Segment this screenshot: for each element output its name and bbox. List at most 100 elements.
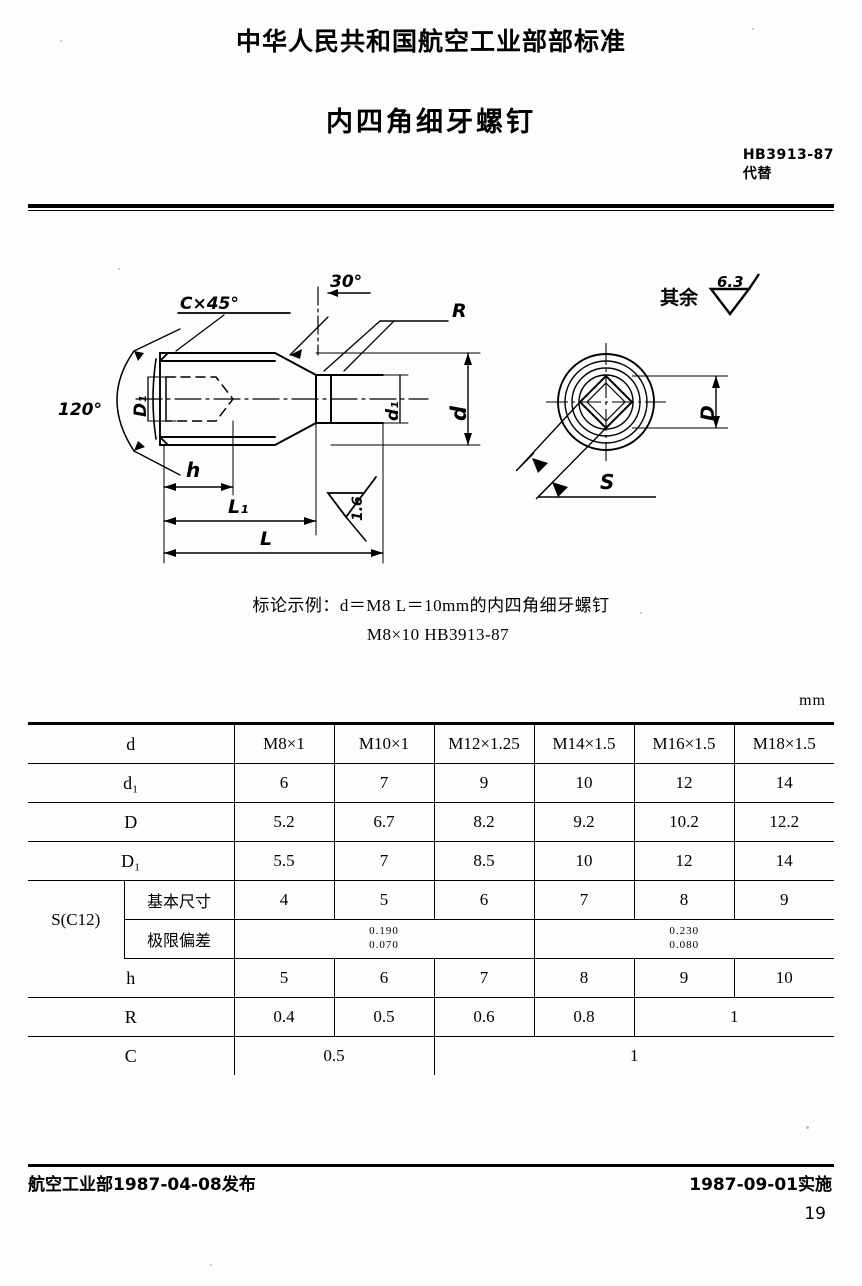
roughness-symbol-icon: 6.3 [708,273,760,316]
table-row-S-tolerance: 极限偏差 0.190 0.070 0.230 0.080 [28,919,834,959]
label-local-roughness: 1.6 [350,496,366,521]
table-row-D1: D₁ 5.5 7 8.5 10 12 14 [28,841,834,881]
cell-d-4: M14×1.5 [534,722,635,764]
row-label-D: D [28,802,235,842]
table-row-d1: d₁ 6 7 9 10 12 14 [28,763,834,803]
cell-d1-2: 7 [334,763,435,803]
tolerance-lower-2: 0.080 [669,939,700,951]
technical-drawing: C×45° 30° 120° R D₁ d₁ d h L₁ L 1.6 D S [28,225,834,575]
scan-speck [210,1264,212,1266]
cell-d-3: M12×1.25 [434,722,535,764]
cell-D-2: 6.7 [334,802,435,842]
cell-S-basic-5: 8 [634,880,735,920]
cell-S-basic-2: 5 [334,880,435,920]
cell-d1-5: 12 [634,763,735,803]
cell-S-tolerance-group-2: 0.230 0.080 [534,919,834,959]
cell-R-4: 0.8 [534,997,635,1037]
cell-h-4: 8 [534,958,635,998]
cell-D1-5: 12 [634,841,735,881]
footer-divider [28,1164,834,1167]
row-label-R: R [28,997,235,1037]
cell-R-3: 0.6 [434,997,535,1037]
cell-D1-1: 5.5 [234,841,335,881]
table-units: mm [799,692,826,709]
table-row-D: D 5.2 6.7 8.2 9.2 10.2 12.2 [28,802,834,842]
cell-d-5: M16×1.5 [634,722,735,764]
label-h: h [186,458,200,482]
label-d: d [447,405,471,421]
cell-h-5: 9 [634,958,735,998]
cell-D1-3: 8.5 [434,841,535,881]
cell-d-6: M18×1.5 [734,722,834,764]
ministry-heading: 中华人民共和国航空工业部部标准 [235,27,626,56]
cell-D-5: 10.2 [634,802,735,842]
row-label-C: C [28,1036,235,1075]
label-L: L [260,528,272,550]
cell-S-tolerance-group-1: 0.190 0.070 [234,919,535,959]
issue-date: 航空工业部1987-04-08发布 [28,1175,256,1195]
surface-note-label: 其余 [660,287,699,309]
cell-R-5: 1 [634,997,834,1037]
table-row-R: R 0.4 0.5 0.6 0.8 1 [28,997,834,1037]
scan-speck [118,268,120,270]
cell-d1-6: 14 [734,763,834,803]
row-label-d: d [28,722,235,764]
scan-speck [640,612,642,614]
cell-S-basic-1: 4 [234,880,335,920]
scan-speck [60,40,62,42]
table-row-h: h 5 6 7 8 9 10 [28,958,834,998]
cell-d1-3: 9 [434,763,535,803]
effective-date: 1987-09-01实施 [689,1175,832,1195]
cell-D1-6: 14 [734,841,834,881]
replaces-label: 代替 [742,165,772,182]
marking-example: 标论示例：d＝M8 L＝10mm的内四角细牙螺钉 M8×10 HB3913-87 [0,592,862,650]
label-radius: R [452,300,467,322]
specification-table-wrapper: d M8×1 M10×1 M12×1.25 M14×1.5 M16×1.5 M1… [28,722,834,1075]
surface-finish-note: 其余 6.3 [660,272,767,316]
cell-C-1: 0.5 [234,1036,435,1075]
cell-D1-4: 10 [534,841,635,881]
svg-text:6.3: 6.3 [717,273,744,291]
cell-R-2: 0.5 [334,997,435,1037]
cell-D-6: 12.2 [734,802,834,842]
marking-example-line-2: M8×10 HB3913-87 [366,624,510,644]
cell-S-basic-4: 7 [534,880,635,920]
row-label-d1: d₁ [28,763,235,803]
label-socket-S: S [600,470,614,494]
scan-speck [752,28,754,30]
label-D1: D₁ [131,395,151,417]
header-divider [28,204,834,211]
table-row-C: C 0.5 1 [28,1036,834,1075]
cell-R-1: 0.4 [234,997,335,1037]
label-L1: L₁ [228,496,248,518]
scan-speck [806,1126,809,1129]
page-number: 19 [804,1204,826,1224]
cell-d1-4: 10 [534,763,635,803]
row-label-S: S(C12) [28,880,125,959]
cell-D1-2: 7 [334,841,435,881]
page-title: 内四角细牙螺钉 [326,107,536,138]
cell-d-2: M10×1 [334,722,435,764]
cell-S-basic-6: 9 [734,880,834,920]
standard-number: HB3913-87 [742,147,834,163]
table-row-S-basic: S(C12) 基本尺寸 4 5 6 7 8 9 [28,880,834,959]
row-label-h: h [28,958,235,998]
cell-h-3: 7 [434,958,535,998]
cell-d-1: M8×1 [234,722,335,764]
cell-h-6: 10 [734,958,834,998]
specification-table: d M8×1 M10×1 M12×1.25 M14×1.5 M16×1.5 M1… [28,722,834,1075]
tolerance-upper-1: 0.190 [369,925,399,938]
table-row-d: d M8×1 M10×1 M12×1.25 M14×1.5 M16×1.5 M1… [28,722,834,764]
cell-d1-1: 6 [234,763,335,803]
cell-S-basic-3: 6 [434,880,535,920]
label-angle-30: 30° [330,272,362,292]
cell-D-1: 5.2 [234,802,335,842]
cell-h-1: 5 [234,958,335,998]
tolerance-lower-1: 0.070 [369,939,399,951]
tolerance-upper-2: 0.230 [669,925,700,938]
cell-h-2: 6 [334,958,435,998]
cell-C-2: 1 [630,1046,639,1065]
cell-D-4: 9.2 [534,802,635,842]
label-socket-D: D [697,405,719,421]
